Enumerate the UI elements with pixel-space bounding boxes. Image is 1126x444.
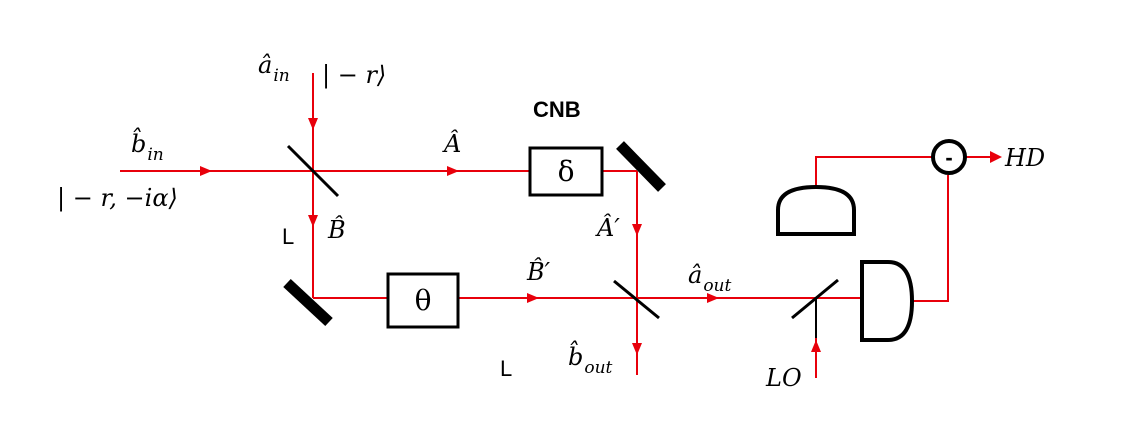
label-delta: δ [558,155,575,188]
arrow-HD [990,151,1002,163]
label-a-in-state: | − r⟩ [322,61,386,90]
label-a-out: âout [688,261,731,296]
label-b-out: b̂out [568,340,613,378]
label-HD: HD [1004,144,1045,172]
beam-splitter-input [286,144,340,198]
beam-splitter-output [613,279,660,320]
arrow-A-prime [632,224,642,236]
label-a-in: âin [258,51,290,86]
mirror-lower-left [283,278,333,327]
label-A: Â [442,129,461,158]
subtractor-circle [931,139,967,175]
arrow-A [447,166,459,176]
mirror-upper-right [616,141,666,192]
label-b-in-state: | − r, −iα⟩ [57,184,178,213]
arrow-B [308,215,318,227]
arrow-b-out [632,343,642,355]
phase-box-delta [528,146,604,197]
arrow-b-in [200,166,212,176]
wire-upper-detector [815,156,933,187]
label-B-prime: B̂′ [526,258,551,286]
detector-right [860,260,915,342]
arrow-B-prime [527,293,539,303]
arrow-a-out [707,293,719,303]
detector-upper [776,184,856,236]
label-b-in: b̂in [131,127,164,165]
arrow-LO [811,340,821,352]
label-L-top: L [282,224,294,249]
label-L-bottom: L [500,356,512,381]
label-LO: LO [765,364,802,392]
beam-arrows [200,118,1002,355]
label-A-prime: Â′ [595,213,620,242]
phase-box-theta [386,272,460,329]
label-theta: θ [415,284,432,317]
wire-right-detector [912,175,949,302]
label-B: B̂ [327,216,346,244]
label-minus: - [945,145,952,170]
arrow-a-in [308,118,318,130]
label-cnb: CNB [533,97,581,122]
